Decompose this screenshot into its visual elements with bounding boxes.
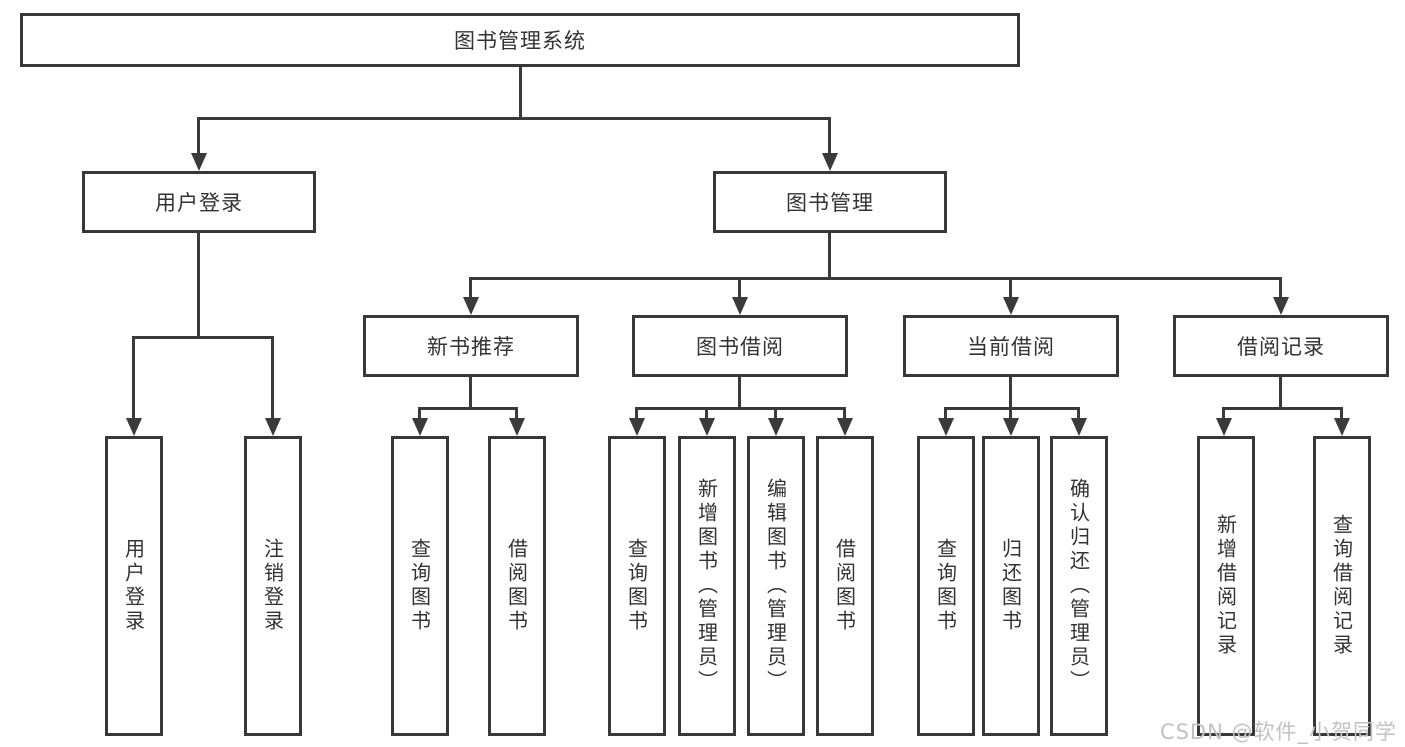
connector-to-current-borrow bbox=[1009, 277, 1012, 298]
leaf-add-book-admin: 新增图书（管理员） bbox=[678, 436, 736, 736]
connector-to-book-mgmt bbox=[828, 117, 831, 154]
arrowhead-leaf-user-login-icon bbox=[126, 418, 142, 436]
leaf-newbook-borrow-book: 借阅图书 bbox=[488, 436, 546, 736]
arrowhead-borrow-records-icon bbox=[1273, 297, 1289, 315]
arrowhead-secD-2-icon bbox=[1334, 418, 1350, 436]
connector-secA-rail bbox=[418, 407, 518, 410]
arrowhead-secC-1-icon bbox=[938, 418, 954, 436]
connector-root-stem bbox=[519, 67, 522, 119]
csdn-watermark: CSDN @软件_小贺同学 bbox=[1159, 720, 1397, 744]
connector-to-leaf-user-login bbox=[132, 336, 135, 419]
node-current-borrow: 当前借阅 bbox=[903, 315, 1119, 377]
arrowhead-secB-3-icon bbox=[768, 418, 784, 436]
connector-secB-2 bbox=[705, 407, 708, 419]
connector-secC-1 bbox=[944, 407, 947, 419]
leaf-add-borrow-record: 新增借阅记录 bbox=[1197, 436, 1255, 736]
connector-secD-2 bbox=[1340, 407, 1343, 419]
connector-to-leaf-logout bbox=[271, 336, 274, 419]
node-user-login: 用户登录 bbox=[82, 171, 316, 233]
node-book-borrow: 图书借阅 bbox=[632, 315, 848, 377]
connector-user-login-rail bbox=[132, 336, 274, 339]
connector-secC-3 bbox=[1077, 407, 1080, 419]
connector-secB-4 bbox=[843, 407, 846, 419]
leaf-edit-book-admin: 编辑图书（管理员） bbox=[747, 436, 805, 736]
connector-secA-1 bbox=[418, 407, 421, 419]
connector-user-login-stem bbox=[197, 233, 200, 338]
leaf-user-login: 用户登录 bbox=[105, 436, 163, 736]
arrowhead-secC-3-icon bbox=[1071, 418, 1087, 436]
arrowhead-book-borrow-icon bbox=[732, 297, 748, 315]
arrowhead-current-borrow-icon bbox=[1003, 297, 1019, 315]
leaf-current-query-book: 查询图书 bbox=[917, 436, 975, 736]
arrowhead-secB-4-icon bbox=[837, 418, 853, 436]
arrowhead-secB-2-icon bbox=[699, 418, 715, 436]
leaf-borrow-book: 借阅图书 bbox=[816, 436, 874, 736]
node-borrow-records: 借阅记录 bbox=[1173, 315, 1389, 377]
connector-to-user-login bbox=[197, 117, 200, 154]
leaf-query-borrow-record: 查询借阅记录 bbox=[1313, 436, 1371, 736]
arrowhead-user-login-icon bbox=[191, 153, 207, 171]
connector-to-book-borrow bbox=[738, 277, 741, 298]
connector-secD-rail bbox=[1222, 407, 1342, 410]
leaf-logout: 注销登录 bbox=[244, 436, 302, 736]
arrowhead-secA-2-icon bbox=[509, 418, 525, 436]
leaf-return-book: 归还图书 bbox=[982, 436, 1040, 736]
connector-secB-rail bbox=[635, 407, 846, 410]
leaf-confirm-return-admin: 确认归还（管理员） bbox=[1050, 436, 1108, 736]
connector-secA-stem bbox=[469, 377, 472, 409]
node-library-system: 图书管理系统 bbox=[20, 13, 1020, 67]
arrowhead-secA-1-icon bbox=[412, 418, 428, 436]
leaf-newbook-query-book: 查询图书 bbox=[391, 436, 449, 736]
arrowhead-secC-2-icon bbox=[1003, 418, 1019, 436]
arrowhead-book-mgmt-icon bbox=[822, 153, 838, 171]
connector-to-new-book bbox=[469, 277, 472, 298]
arrowhead-secB-1-icon bbox=[629, 418, 645, 436]
leaf-borrow-query-book: 查询图书 bbox=[608, 436, 666, 736]
connector-to-borrow-records bbox=[1279, 277, 1282, 298]
connector-secC-2 bbox=[1009, 407, 1012, 419]
node-book-mgmt: 图书管理 bbox=[713, 171, 947, 233]
connector-secC-stem bbox=[1009, 377, 1012, 409]
connector-secB-3 bbox=[774, 407, 777, 419]
connector-secD-stem bbox=[1279, 377, 1282, 409]
arrowhead-secD-1-icon bbox=[1216, 418, 1232, 436]
node-new-book-recommend: 新书推荐 bbox=[363, 315, 579, 377]
connector-secB-1 bbox=[635, 407, 638, 419]
connector-level3-rail bbox=[469, 277, 1282, 280]
arrowhead-leaf-logout-icon bbox=[265, 418, 281, 436]
connector-secA-2 bbox=[515, 407, 518, 419]
connector-book-mgmt-stem bbox=[828, 233, 831, 279]
connector-secB-stem bbox=[738, 377, 741, 409]
connector-secD-1 bbox=[1222, 407, 1225, 419]
connector-level2-rail bbox=[197, 117, 831, 120]
arrowhead-new-book-icon bbox=[463, 297, 479, 315]
connector-secC-rail bbox=[944, 407, 1080, 410]
